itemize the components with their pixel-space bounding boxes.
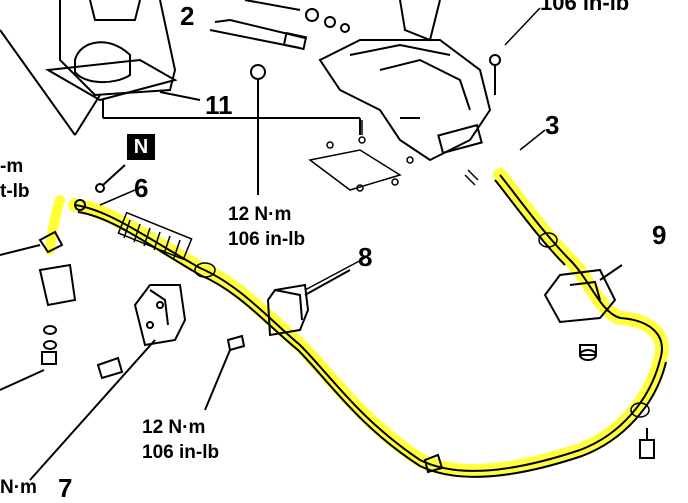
torque-spec-left-nm: -m [0, 156, 24, 177]
torque-spec-bottom-inlb: 106 in-lb [142, 442, 220, 463]
torque-spec-center-inlb: 106 in-lb [228, 229, 306, 250]
callout-3: 3 [545, 110, 560, 140]
torque-spec-bottom-nm: 12 N·m [142, 417, 206, 438]
callout-11: 11 [205, 90, 233, 120]
diagram-canvas: 106 in-lb 2 3 11 N 6 9 8 7 12 N·m 106 in… [0, 0, 669, 501]
lever-bracket [543, 264, 623, 361]
shift-boot-assembly [0, 0, 361, 136]
callout-2: 2 [180, 1, 195, 31]
shift-cable [74, 174, 667, 478]
torque-label-top-right: 106 in-lb [540, 0, 630, 15]
cable-bracket [266, 269, 351, 337]
shifter-assembly [318, 0, 501, 162]
mount-bracket [29, 284, 246, 481]
callout-n-badge: N [127, 134, 155, 160]
callout-9: 9 [652, 220, 667, 250]
torque-spec-center-nm: 12 N·m [228, 204, 292, 225]
mounting-plate [308, 120, 479, 192]
cable-boot [117, 211, 650, 418]
torque-spec-bottom-left: N·m [0, 477, 37, 498]
callout-7: 7 [58, 473, 73, 503]
callout-8: 8 [358, 242, 373, 272]
leader-lines [99, 7, 546, 291]
torque-spec-left-inlb: t-lb [0, 181, 30, 202]
callout-6: 6 [134, 173, 149, 203]
cable-clip-part [209, 0, 350, 195]
shift-cable-exploded-diagram [0, 0, 669, 481]
left-cable-end [0, 164, 126, 391]
bottom-bolt [423, 428, 655, 474]
